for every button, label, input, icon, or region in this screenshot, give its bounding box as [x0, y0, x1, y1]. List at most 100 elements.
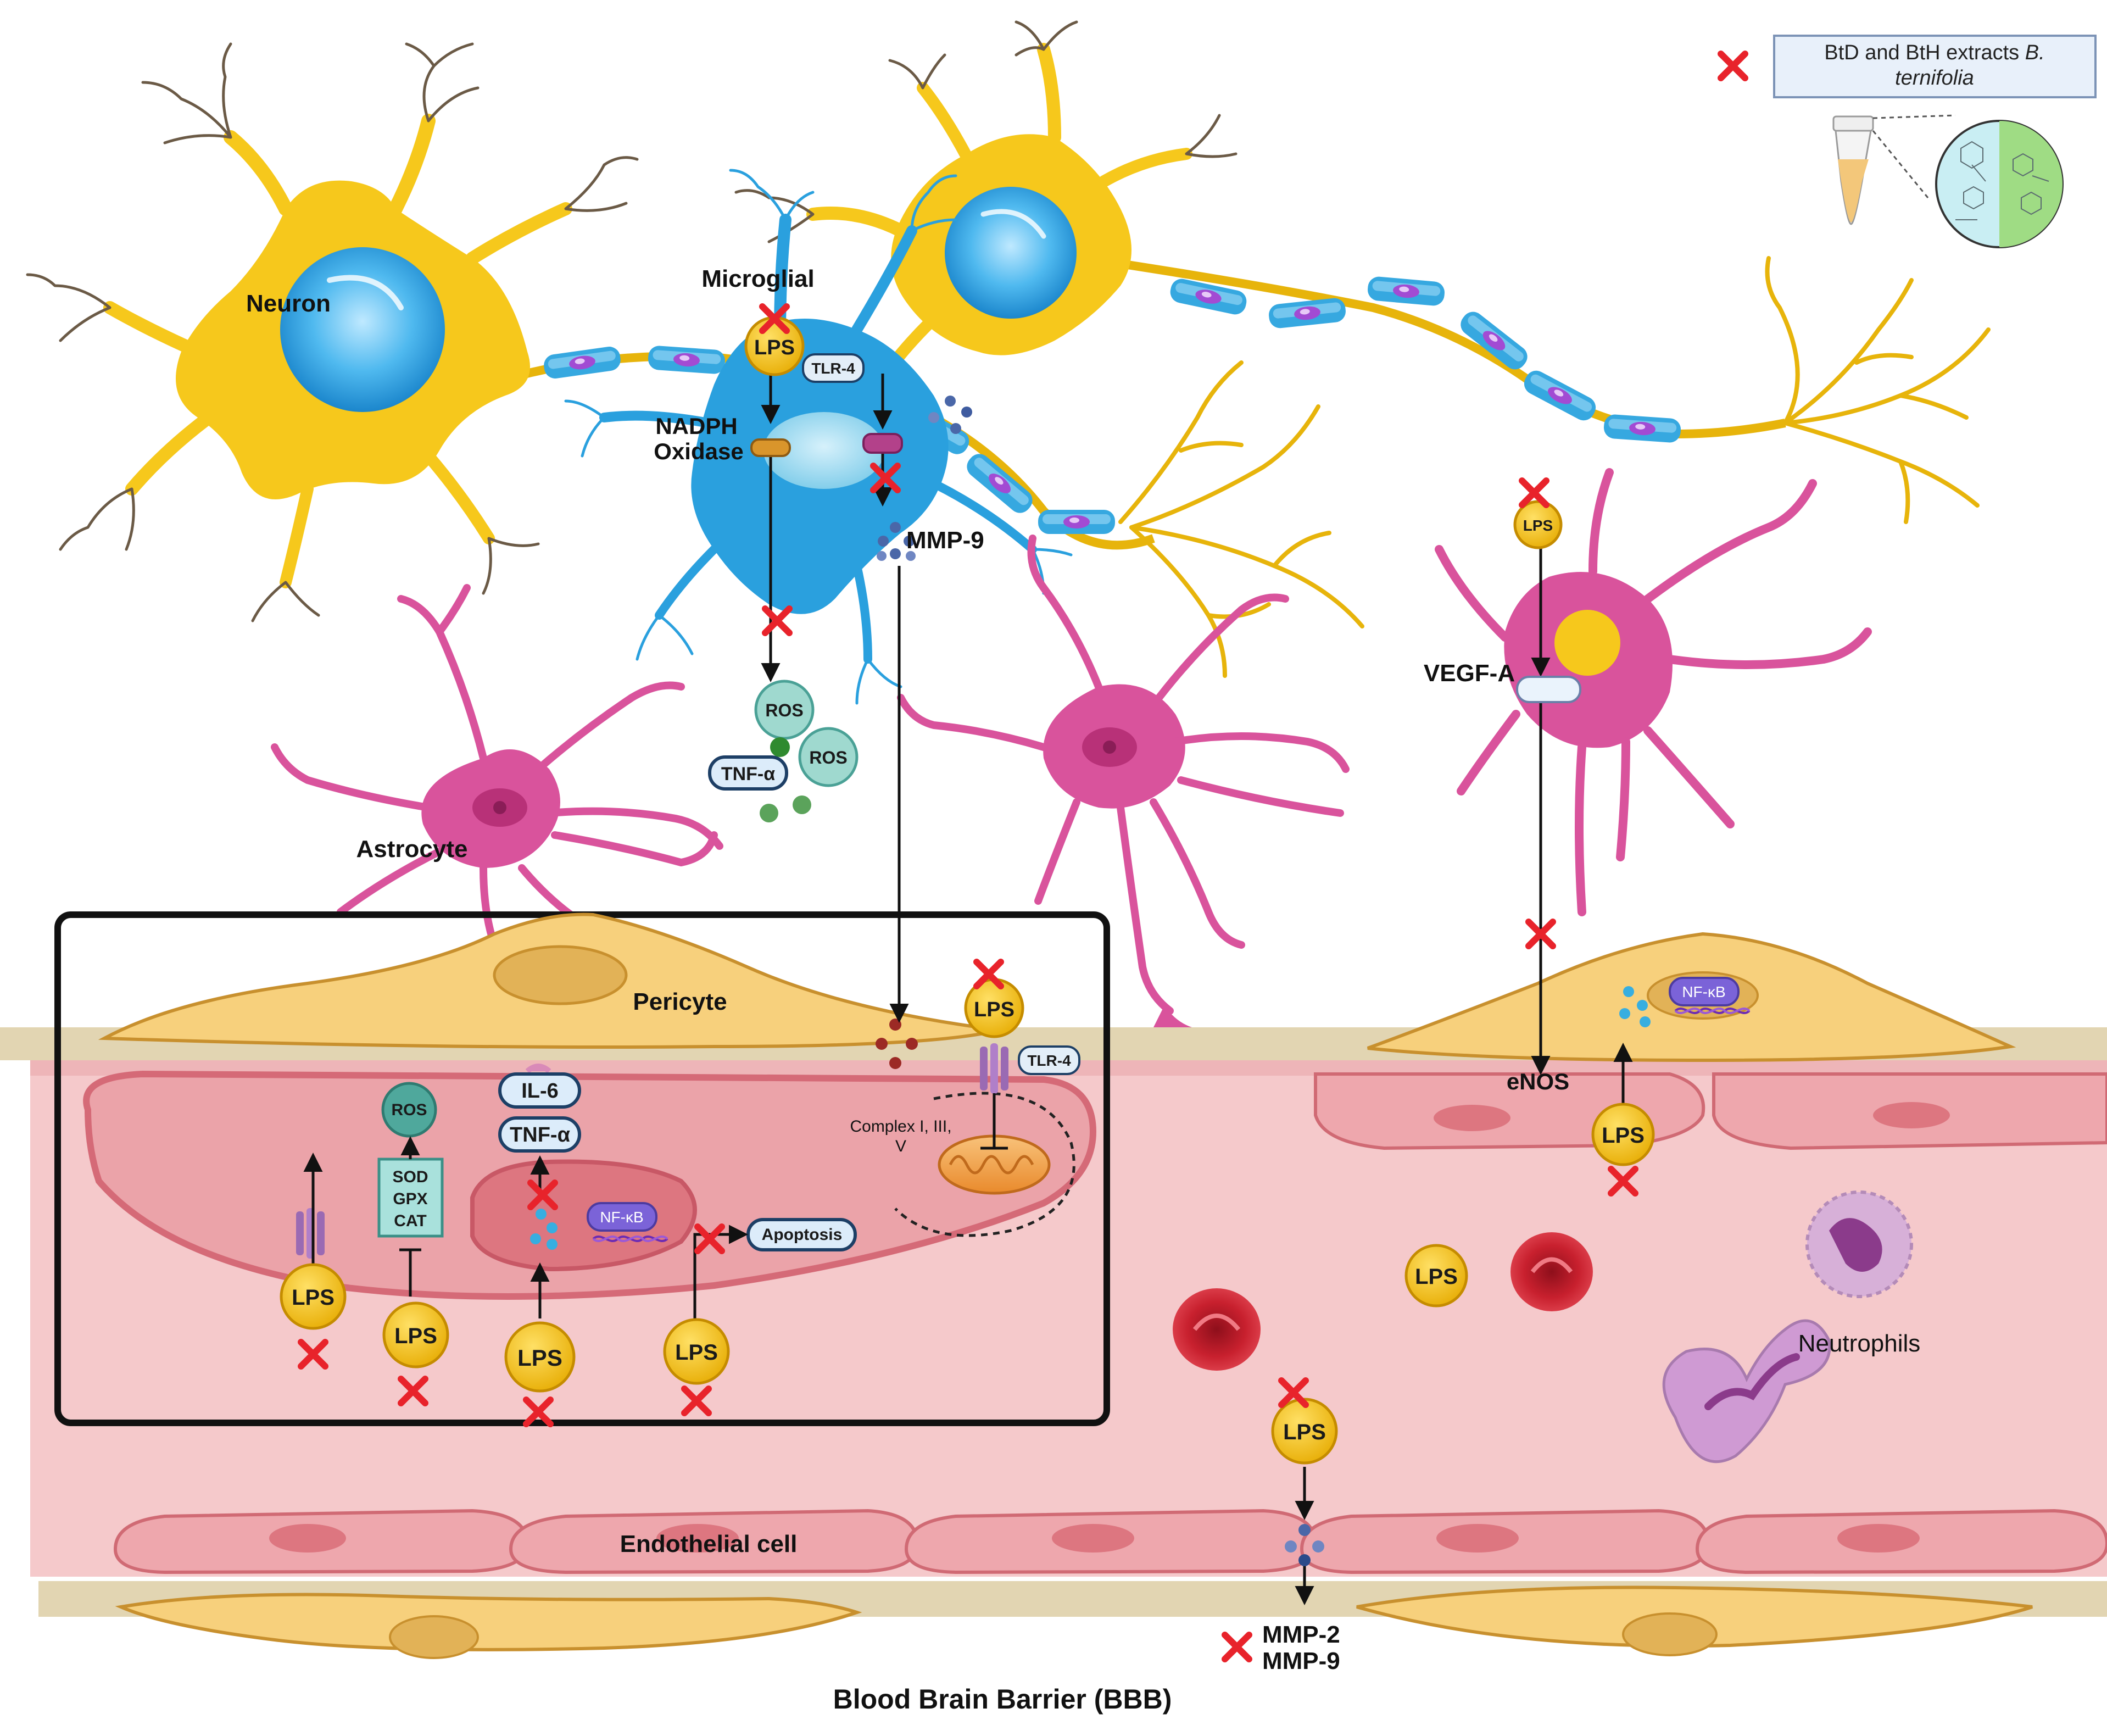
gpx-label: GPX [393, 1190, 427, 1208]
legend-box [1773, 35, 2097, 98]
nfkb-pericyte-particles [1619, 986, 1651, 1027]
pericyte-bottom [115, 1585, 2033, 1659]
il6-pill [498, 1072, 581, 1109]
lps-pericyte: LPS [964, 978, 1024, 1038]
red-blood-cell-1 [1173, 1288, 1261, 1371]
legend-text-line1: BtD and BtH extracts B. [1824, 41, 2044, 64]
endothelial-row [113, 1509, 2107, 1574]
svg-text:LPS: LPS [1523, 517, 1553, 534]
tnf-inset-pill [498, 1116, 581, 1153]
svg-text:LPS: LPS [517, 1345, 562, 1371]
svg-text:LPS: LPS [675, 1340, 718, 1365]
lps-blood: LPS [1404, 1244, 1468, 1307]
vegfa-receptor-icon [1516, 676, 1581, 703]
apoptosis-label: Apoptosis [762, 1226, 843, 1244]
svg-text:LPS: LPS [394, 1324, 437, 1348]
lps-lower: LPS [1271, 1398, 1338, 1465]
myelin-r5 [1520, 366, 1600, 425]
neutrophil-1 [1805, 1190, 1913, 1298]
axon-right-terminals [1765, 256, 1991, 524]
myelin-l5 [1038, 510, 1115, 534]
mmp9-receptor-icon [862, 433, 903, 454]
red-x-icon [765, 609, 789, 633]
complex-label-line1: Complex I, III, [850, 1117, 951, 1136]
svg-text:LPS: LPS [1602, 1123, 1645, 1148]
ros-label-2: ROS [809, 748, 847, 767]
lps-astrocyte-right: LPS [1513, 500, 1563, 549]
lps-microglia: LPS [744, 316, 805, 376]
red-blood-cell-2 [1510, 1232, 1593, 1311]
neuron-left [103, 114, 572, 588]
mmp9-bottom-label: MMP-9 [1262, 1648, 1340, 1674]
neuron-label: Neuron [246, 290, 331, 317]
neutrophils-label: Neutrophils [1798, 1330, 1921, 1357]
nadph-label-line1: NADPH [655, 413, 737, 439]
svg-text:LPS: LPS [754, 336, 795, 359]
tlr4-inset-label: TLR-4 [1027, 1052, 1071, 1069]
mmp9-particles-microglia [877, 522, 916, 561]
enos-label: eNOS [1507, 1069, 1569, 1094]
nfkb-pericyte-pill [1669, 977, 1740, 1006]
nfkb-inset-pill [587, 1202, 657, 1232]
myelin-r2 [1268, 297, 1347, 330]
complex-label-line2: V [895, 1137, 906, 1155]
receptor-tlr4-inset [980, 1043, 1008, 1094]
tlr4-inset-tag [1018, 1045, 1080, 1075]
bbb-title: Blood Brain Barrier (BBB) [833, 1684, 1172, 1715]
receptor-left-inset [296, 1208, 325, 1259]
neuron-right [806, 43, 1192, 407]
lps-box-4: LPS [663, 1318, 730, 1385]
tnf-inset-label: TNF-α [510, 1123, 570, 1147]
svg-text:LPS: LPS [1283, 1420, 1326, 1444]
axon-left-terminals [1118, 360, 1364, 678]
microglia-mmp9-particles [928, 396, 972, 434]
svg-text:LPS: LPS [974, 998, 1015, 1021]
cat-label: CAT [394, 1212, 426, 1230]
nadph-oxidase-icon [750, 438, 791, 457]
myelin-r6 [1603, 414, 1682, 443]
myelin-l1 [542, 345, 622, 380]
sod-label: SOD [392, 1168, 428, 1186]
astrocyte-right [1435, 468, 1872, 916]
microglial-label: Microglial [701, 265, 814, 292]
astrocyte-label: Astrocyte [356, 836, 468, 863]
extract-structure-circle [1935, 120, 2064, 248]
tlr4-microglia-tag [802, 353, 865, 383]
lps-box-3: LPS [504, 1321, 576, 1393]
neuron-left-dendrites [26, 42, 639, 622]
lps-box-1: LPS [280, 1263, 347, 1330]
pathway-arrows [303, 374, 1633, 1605]
astrocyte-middle [897, 535, 1350, 1027]
mmp2-label: MMP-2 [1262, 1621, 1340, 1648]
mmp2-particles [1285, 1524, 1324, 1566]
nfkb-inset-particles [530, 1209, 558, 1250]
apoptosis-pill [746, 1218, 857, 1251]
myelin-r3 [1367, 275, 1446, 307]
red-x-icon [1225, 1635, 1249, 1659]
astrocyte-left [271, 584, 723, 949]
ros-bubble-2 [798, 727, 859, 787]
antioxidant-box [377, 1158, 444, 1238]
eppendorf-tube-icon [1832, 115, 1874, 225]
endothelial-cell-label: Endothelial cell [620, 1531, 798, 1557]
svg-text:LPS: LPS [292, 1286, 335, 1310]
nadph-label-line2: Oxidase [654, 438, 743, 464]
tnf-microglia-label: TNF-α [721, 764, 775, 784]
nfkb-pericyte-label: NF-κB [1682, 983, 1725, 1000]
tnf-particles [760, 737, 811, 822]
red-x-icon [1721, 54, 1745, 78]
mmp9-microglia-label: MMP-9 [906, 527, 984, 554]
complex-dashed-loop [894, 1092, 1075, 1237]
ros-inset-label: ROS [391, 1101, 427, 1119]
myelin-l2 [647, 345, 726, 375]
vegfa-label: VEGF-A [1424, 660, 1515, 687]
nfkb-inset-label: NF-κB [600, 1209, 643, 1226]
svg-text:LPS: LPS [1415, 1265, 1458, 1289]
pericyte-label: Pericyte [633, 988, 727, 1015]
tnf-microglia-pill [708, 755, 788, 791]
tlr4-pink-cap [525, 1064, 551, 1073]
neutrophil-2 [1662, 1319, 1831, 1464]
pericyte-inset [98, 912, 1000, 1049]
legend: BtD and BtH extracts B. ternifolia [1773, 35, 2097, 248]
